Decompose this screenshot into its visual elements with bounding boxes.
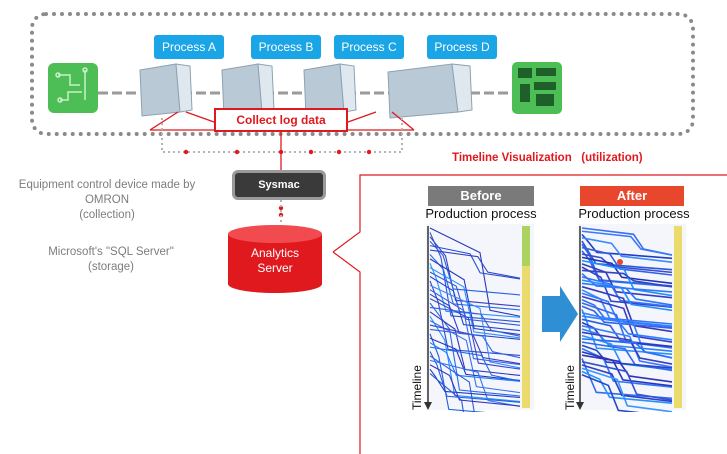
callout-connector <box>332 174 727 454</box>
process-line <box>581 276 673 308</box>
before-subtitle: Production process <box>425 206 537 221</box>
process-line <box>429 373 464 412</box>
process-line <box>429 267 521 339</box>
log-collection-lines <box>149 111 415 170</box>
production-line-frame <box>30 12 695 136</box>
process-line <box>581 292 673 328</box>
process-line <box>581 236 673 264</box>
process-line <box>581 364 673 403</box>
process-line <box>581 256 673 285</box>
after-subtitle: Production process <box>578 206 690 221</box>
process-line <box>429 245 521 280</box>
before-header: Before <box>428 186 534 206</box>
process-line <box>429 306 521 337</box>
process-line <box>581 338 673 359</box>
after-process-lines <box>581 227 673 412</box>
process-a-tag: Process A <box>154 35 224 59</box>
process-line <box>429 227 521 317</box>
process-line <box>429 355 475 412</box>
process-line <box>429 302 521 397</box>
process-line <box>429 359 521 408</box>
process-line <box>429 337 521 381</box>
before-process-lines <box>429 227 521 412</box>
before-timeline-label: Timeline <box>410 365 424 410</box>
process-d-tag: Process D <box>427 35 497 59</box>
process-line <box>429 324 521 365</box>
storage-line-2: (storage) <box>87 261 135 273</box>
collection-line-2: OMRON <box>84 194 130 206</box>
analytics-line-2: Server <box>257 261 293 275</box>
visualization-title: Timeline Visualization (utilization) <box>452 152 643 164</box>
process-line <box>429 240 521 296</box>
process-line <box>581 358 673 400</box>
process-line <box>581 282 673 306</box>
process-line <box>581 360 673 401</box>
process-c-tag: Process C <box>334 35 404 59</box>
process-line <box>581 233 673 260</box>
process-line <box>581 331 673 365</box>
after-header: After <box>580 186 684 206</box>
process-line <box>581 285 673 333</box>
process-line <box>581 347 673 388</box>
process-line <box>429 368 521 399</box>
analytics-line-1: Analytics <box>250 246 300 260</box>
process-line <box>581 344 673 369</box>
process-line <box>581 295 673 343</box>
process-line <box>429 328 521 359</box>
after-timeline-label: Timeline <box>563 365 577 410</box>
process-line <box>429 284 521 369</box>
process-b-tag: Process B <box>251 35 321 59</box>
process-line <box>581 279 673 312</box>
process-line <box>581 370 673 405</box>
process-line <box>429 254 521 311</box>
sysmac-device: Sysmac <box>232 170 326 200</box>
process-line <box>581 230 673 256</box>
network-lines <box>161 118 403 153</box>
process-line <box>581 269 673 288</box>
before-timeline-chart <box>424 224 534 412</box>
process-line <box>429 280 521 357</box>
collection-line-1: Equipment control device made by <box>18 179 196 191</box>
process-line <box>429 342 521 382</box>
process-line <box>581 266 673 308</box>
process-line <box>581 263 673 299</box>
collection-description: Equipment control device made by OMRON (… <box>4 178 210 223</box>
before-after-arrow-icon <box>542 286 578 342</box>
process-line <box>581 373 641 412</box>
machine-c-icon <box>303 63 357 117</box>
process-line <box>429 320 521 394</box>
process-line <box>581 246 673 276</box>
process-line <box>581 367 673 412</box>
machine-d-icon <box>387 63 473 119</box>
process-line <box>429 249 521 279</box>
output-board-icon <box>512 62 562 114</box>
database-icon <box>228 225 322 293</box>
process-line <box>429 293 521 340</box>
process-line <box>581 354 673 383</box>
process-line <box>581 315 673 341</box>
process-line <box>429 298 521 370</box>
storage-description: Microsoft's "SQL Server" (storage) <box>36 245 186 275</box>
process-line <box>581 299 673 325</box>
process-line <box>429 311 521 376</box>
machine-a-icon <box>139 63 193 117</box>
after-timeline-chart <box>576 224 686 412</box>
process-line <box>429 364 521 407</box>
collection-line-3: (collection) <box>79 209 135 221</box>
process-line <box>429 271 521 326</box>
process-line <box>429 263 521 318</box>
analytics-server-label: Analytics Server <box>228 246 322 276</box>
storage-line-1: Microsoft's "SQL Server" <box>48 246 174 258</box>
process-line <box>429 346 521 382</box>
process-line <box>429 236 521 307</box>
process-line <box>581 259 673 297</box>
collect-log-data-label: Collect log data <box>214 108 348 132</box>
process-line <box>581 341 673 372</box>
input-board-icon <box>48 63 98 113</box>
